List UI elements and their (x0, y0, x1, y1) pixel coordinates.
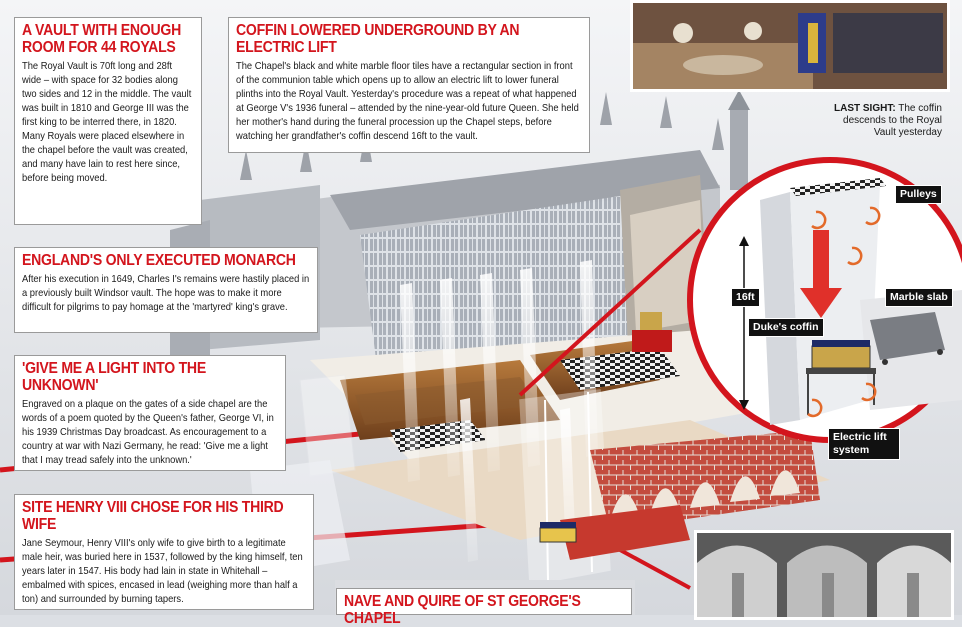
caption-text: The coffin descends to the Royal Vault y… (843, 103, 942, 138)
vault-photo (694, 530, 954, 620)
executed-title: ENGLAND'S ONLY EXECUTED MONARCH (22, 252, 296, 269)
dukes-coffin-label: Duke's coffin (748, 318, 824, 337)
electric-lift-label: Electric lift system (828, 428, 900, 460)
vault-info-box: A VAULT WITH ENOUGH ROOM FOR 44 ROYALS T… (14, 17, 202, 225)
funeral-photo (630, 0, 950, 92)
henry-info-box: SITE HENRY VIII CHOSE FOR HIS THIRD WIFE… (14, 494, 314, 610)
lift-info-box: COFFIN LOWERED UNDERGROUND BY AN ELECTRI… (228, 17, 590, 153)
executed-body: After his execution in 1649, Charles I's… (22, 274, 310, 313)
vault-body: The Royal Vault is 70ft long and 28ft wi… (22, 61, 192, 184)
lift-body: The Chapel's black and white marble floo… (236, 61, 579, 142)
vault-title: A VAULT WITH ENOUGH ROOM FOR 44 ROYALS (22, 22, 181, 56)
nave-info-box: NAVE AND QUIRE OF ST GEORGE'S CHAPEL (336, 588, 632, 627)
henry-title: SITE HENRY VIII CHOSE FOR HIS THIRD WIFE (22, 499, 284, 533)
henry-body: Jane Seymour, Henry VIII's only wife to … (22, 538, 303, 605)
height-label: 16ft (731, 288, 760, 307)
light-body: Engraved on a plaque on the gates of a s… (22, 399, 274, 466)
funeral-photo-art (633, 3, 947, 89)
marble-slab-label: Marble slab (885, 288, 953, 307)
photo-caption: LAST SIGHT: The coffin descends to the R… (830, 103, 942, 139)
executed-info-box: ENGLAND'S ONLY EXECUTED MONARCH After hi… (14, 247, 318, 333)
lift-title: COFFIN LOWERED UNDERGROUND BY AN ELECTRI… (236, 22, 520, 56)
light-info-box: 'GIVE ME A LIGHT INTO THE UNKNOWN' Engra… (14, 355, 286, 471)
caption-lead: LAST SIGHT: (833, 103, 896, 114)
vault-photo-art (697, 533, 951, 617)
light-title: 'GIVE ME A LIGHT INTO THE UNKNOWN' (22, 360, 206, 394)
nave-title: NAVE AND QUIRE OF ST GEORGE'S CHAPEL (344, 593, 581, 627)
pulleys-label: Pulleys (895, 185, 942, 204)
